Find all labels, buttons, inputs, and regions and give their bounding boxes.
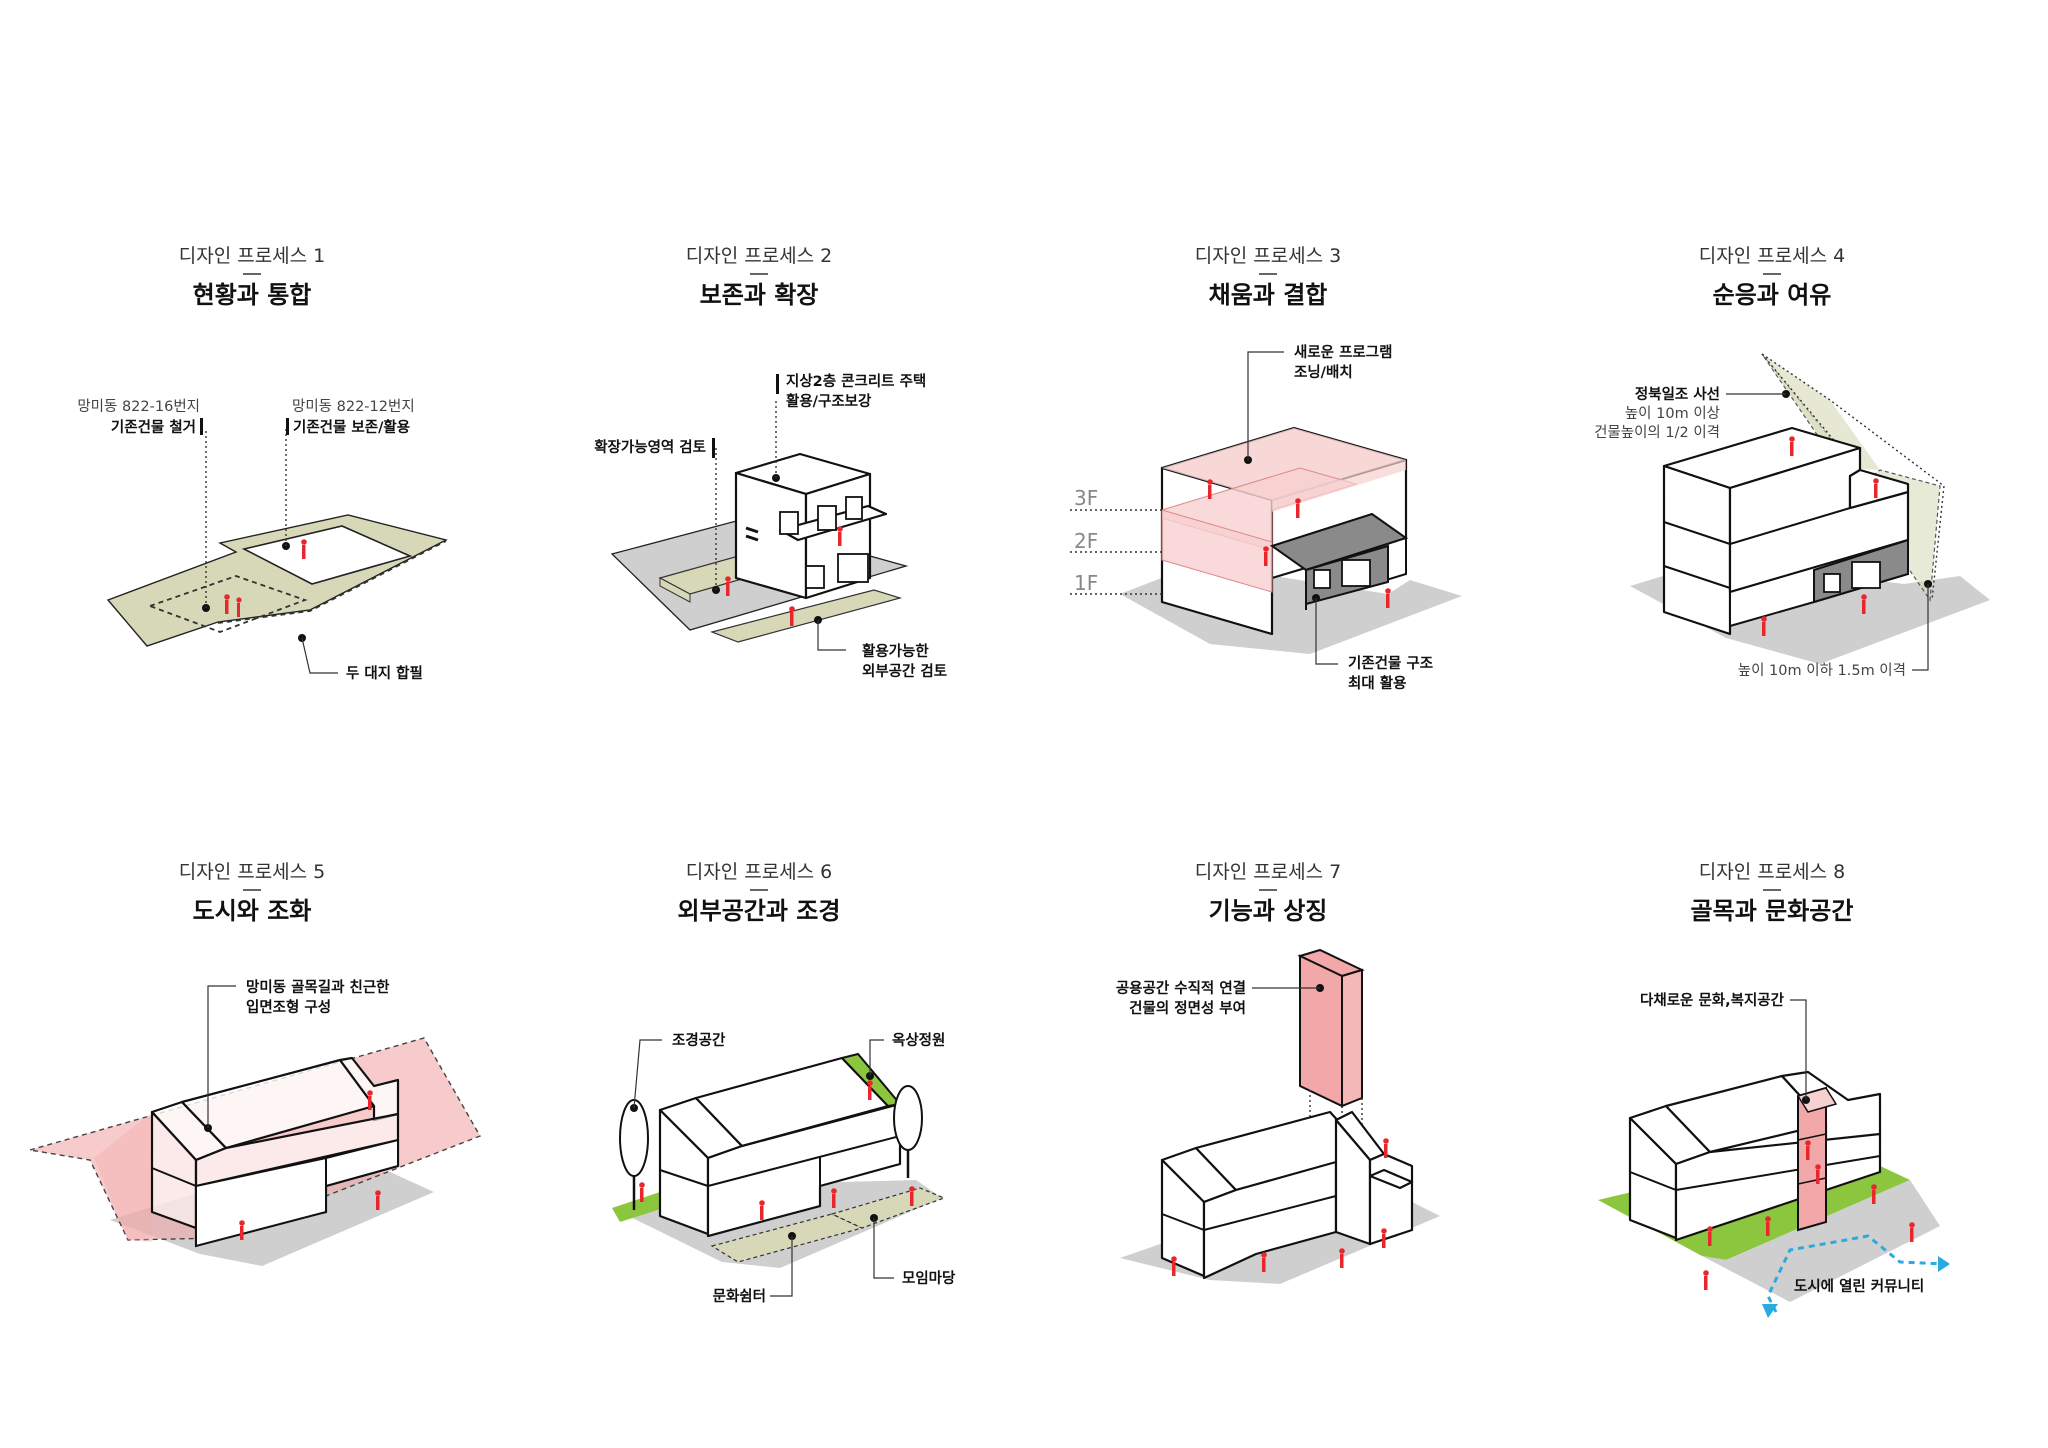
panel-7-diagram: 공용공간 수직적 연결 건물의 정면성 부여 xyxy=(1116,948,1440,1284)
under-10m-setback-label: 높이 10m 이하 1.5m 이격 xyxy=(1738,662,1906,679)
max-use-label: 최대 활용 xyxy=(1348,674,1406,692)
panel-2-header: 디자인 프로세스 2 보존과 확장 xyxy=(686,245,833,309)
preserve-label: 기존건물 보존/활용 xyxy=(293,418,410,436)
reinforce-label: 활용/구조보강 xyxy=(786,392,872,410)
panel-7-subtitle: 디자인 프로세스 7 xyxy=(1195,861,1342,883)
vertical-connection-label: 공용공간 수직적 연결 xyxy=(1116,979,1246,997)
panel-1-title: 현황과 통합 xyxy=(193,281,312,309)
panel-6-title: 외부공간과 조경 xyxy=(678,897,841,925)
person-icon xyxy=(725,526,843,626)
panel-2-diagram: 지상2층 콘크리트 주택 활용/구조보강 확장가능영역 검토 활용가능한 외부공… xyxy=(594,372,947,680)
demolish-label: 기존건물 철거 xyxy=(111,419,196,436)
panel-4-diagram: 정북일조 사선 높이 10m 이상 건물높이의 1/2 이격 높이 10m 이하… xyxy=(1594,353,1990,679)
lot-822-12-label: 망미동 822-12번지 xyxy=(292,398,415,415)
half-height-setback-label: 건물높이의 1/2 이격 xyxy=(1594,424,1720,441)
panel-1-header: 디자인 프로세스 1 현황과 통합 xyxy=(179,245,326,309)
panel-8-title: 골목과 문화공간 xyxy=(1691,897,1854,925)
open-community-label: 도시에 열린 커뮤니티 xyxy=(1794,1277,1924,1295)
panel-8-diagram: 다채로운 문화,복지공간 도시에 열린 커뮤니티 xyxy=(1598,992,1950,1318)
expansion-label: 확장가능영역 검토 xyxy=(594,438,706,456)
panel-3-subtitle: 디자인 프로세스 3 xyxy=(1195,245,1342,267)
person-icon xyxy=(224,539,307,617)
facade-composition-label: 입면조형 구성 xyxy=(246,998,331,1016)
panel-8-subtitle: 디자인 프로세스 8 xyxy=(1699,861,1846,883)
panel-3-header: 디자인 프로세스 3 채움과 결합 xyxy=(1195,245,1342,309)
panel-4-subtitle: 디자인 프로세스 4 xyxy=(1699,245,1846,267)
panel-6-diagram: 조경공간 옥상정원 문화쉼터 모임마당 xyxy=(612,1031,956,1305)
floor-3f-label: 3F xyxy=(1074,486,1098,510)
panel-3-title: 채움과 결합 xyxy=(1209,281,1328,309)
lot-822-16-label: 망미동 822-16번지 xyxy=(77,398,200,415)
frontality-label: 건물의 정면성 부여 xyxy=(1129,999,1246,1017)
gathering-yard-label: 모임마당 xyxy=(902,1269,956,1287)
floor-2f-label: 2F xyxy=(1074,529,1098,553)
merged-site xyxy=(106,514,448,647)
panel-5-title: 도시와 조화 xyxy=(193,897,312,925)
panel-2-title: 보존과 확장 xyxy=(700,281,819,309)
panel-5-header: 디자인 프로세스 5 도시와 조화 xyxy=(179,861,326,925)
person-icon xyxy=(1703,1140,1915,1290)
floor-1f-label: 1F xyxy=(1074,571,1098,595)
concrete-house-label: 지상2층 콘크리트 주택 xyxy=(786,372,926,390)
panel-3-diagram: 3F 2F 1F 새로운 프로그램 조닝/배치 기존건물 구조 최대 활용 xyxy=(1070,343,1462,692)
person-icon xyxy=(1761,436,1879,636)
panel-6-subtitle: 디자인 프로세스 6 xyxy=(686,861,833,883)
panel-7-header: 디자인 프로세스 7 기능과 상징 xyxy=(1195,861,1342,925)
person-icon xyxy=(639,1080,915,1220)
alley-friendly-label: 망미동 골목길과 친근한 xyxy=(246,978,390,996)
merge-label: 두 대지 합필 xyxy=(346,664,423,682)
panel-4-header: 디자인 프로세스 4 순응과 여유 xyxy=(1699,245,1846,309)
panel-8-header: 디자인 프로세스 8 골목과 문화공간 xyxy=(1691,861,1854,925)
rooftop-garden-label: 옥상정원 xyxy=(892,1031,945,1049)
person-icon xyxy=(239,1090,381,1240)
outdoor-space xyxy=(710,589,903,643)
demolished-building-outline xyxy=(147,575,308,633)
panel-1-subtitle: 디자인 프로세스 1 xyxy=(179,245,326,267)
zoning-label: 조닝/배치 xyxy=(1294,364,1353,381)
panel-6-header: 디자인 프로세스 6 외부공간과 조경 xyxy=(678,861,841,925)
culture-rest-label: 문화쉼터 xyxy=(713,1288,766,1305)
landscape-strip xyxy=(612,1192,664,1222)
tree-icon xyxy=(619,1085,923,1210)
diverse-culture-label: 다채로운 문화,복지공간 xyxy=(1640,992,1785,1009)
existing-structure-label: 기존건물 구조 xyxy=(1348,655,1433,672)
gathering-yard xyxy=(830,1187,946,1229)
solar-setback-label: 정북일조 사선 xyxy=(1635,385,1720,403)
height-over-10m-label: 높이 10m 이상 xyxy=(1625,405,1720,422)
person-icon xyxy=(1207,479,1391,608)
panel-5-subtitle: 디자인 프로세스 5 xyxy=(179,861,326,883)
panel-7-title: 기능과 상징 xyxy=(1209,897,1328,925)
panel-1-diagram: 망미동 822-16번지 기존건물 철거 망미동 822-12번지 기존건물 보… xyxy=(77,398,448,682)
outdoor-label-a: 활용가능한 xyxy=(862,642,929,660)
person-icon xyxy=(1171,1138,1389,1276)
new-program-label: 새로운 프로그램 xyxy=(1294,343,1392,361)
landscape-label: 조경공간 xyxy=(672,1031,726,1049)
panel-5-diagram: 망미동 골목길과 친근한 입면조형 구성 xyxy=(29,978,482,1266)
panel-2-subtitle: 디자인 프로세스 2 xyxy=(686,245,833,267)
outdoor-label-b: 외부공간 검토 xyxy=(862,662,947,680)
open-community-path xyxy=(1766,1234,1945,1313)
panel-4-title: 순응과 여유 xyxy=(1713,281,1832,309)
